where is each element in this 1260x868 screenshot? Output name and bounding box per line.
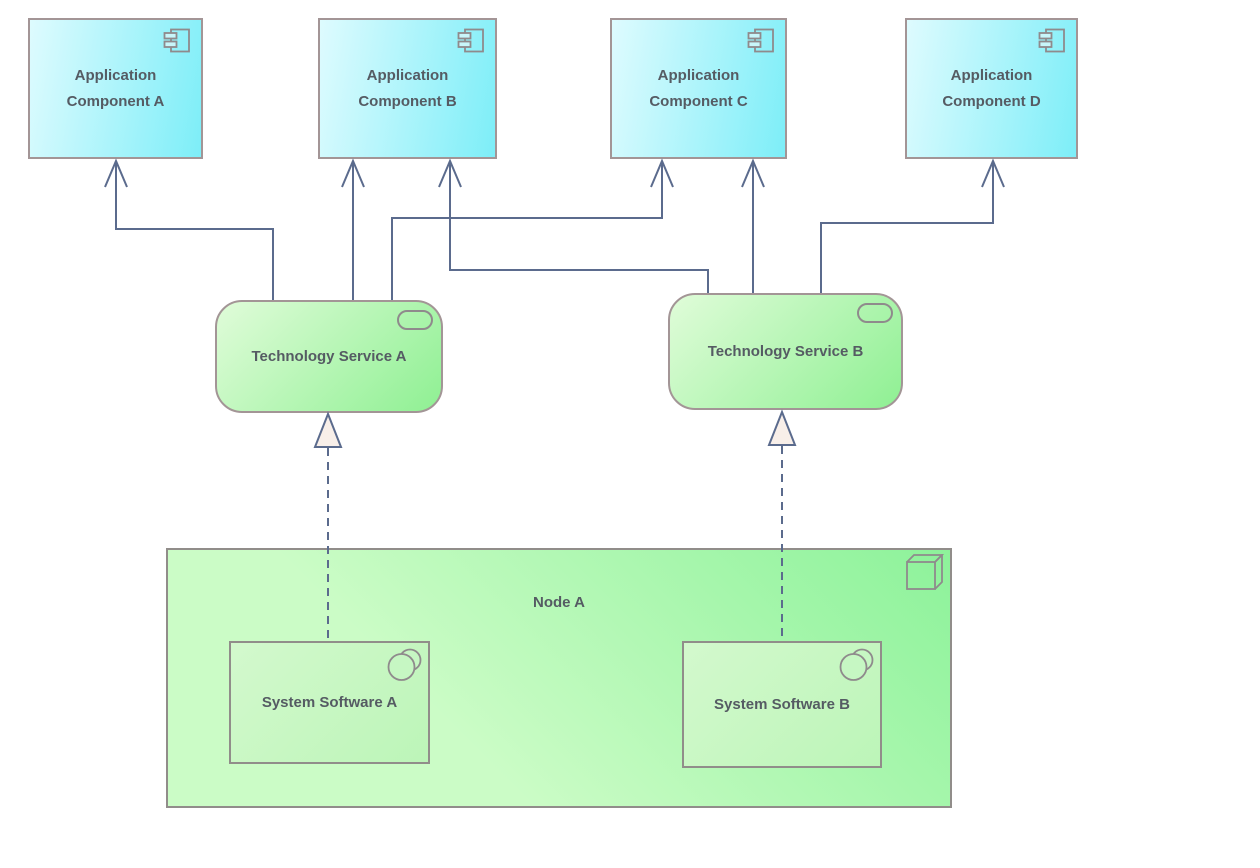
component-icon (747, 28, 774, 53)
node-a-label: Node A (533, 594, 585, 611)
connector-serving-service-b-component-c (741, 158, 765, 293)
system-software-circles-icon (387, 648, 422, 681)
connector-serving-service-a-component-c (391, 158, 674, 300)
application-component-a-label: Application Component A (66, 66, 165, 110)
application-component-a: Application Component A (28, 18, 203, 159)
connector-serving-service-a-component-b (341, 158, 365, 300)
connector-serving-service-b-component-b (438, 158, 709, 293)
service-pill-icon (397, 310, 433, 330)
technology-service-a: Technology Service A (215, 300, 443, 413)
component-icon (1038, 28, 1065, 53)
component-icon (163, 28, 190, 53)
technology-service-b-label: Technology Service B (707, 343, 864, 360)
application-component-c-label: Application Component C (649, 66, 748, 110)
application-component-b-label: Application Component B (358, 66, 457, 110)
system-software-a: System Software A (229, 641, 430, 764)
connector-serving-service-b-component-d (820, 158, 1005, 293)
application-component-b: Application Component B (318, 18, 497, 159)
node-cube-icon (906, 554, 944, 590)
application-component-d: Application Component D (905, 18, 1078, 159)
connector-serving-service-a-component-a (104, 158, 274, 300)
system-software-b-label: System Software B (714, 696, 850, 713)
application-component-d-label: Application Component D (942, 66, 1041, 110)
system-software-circles-icon (839, 648, 874, 681)
application-component-c: Application Component C (610, 18, 787, 159)
technology-service-b: Technology Service B (668, 293, 903, 410)
system-software-a-label: System Software A (261, 694, 398, 711)
system-software-b: System Software B (682, 641, 882, 768)
technology-service-a-label: Technology Service A (251, 348, 407, 365)
component-icon (457, 28, 484, 53)
service-pill-icon (857, 303, 893, 323)
